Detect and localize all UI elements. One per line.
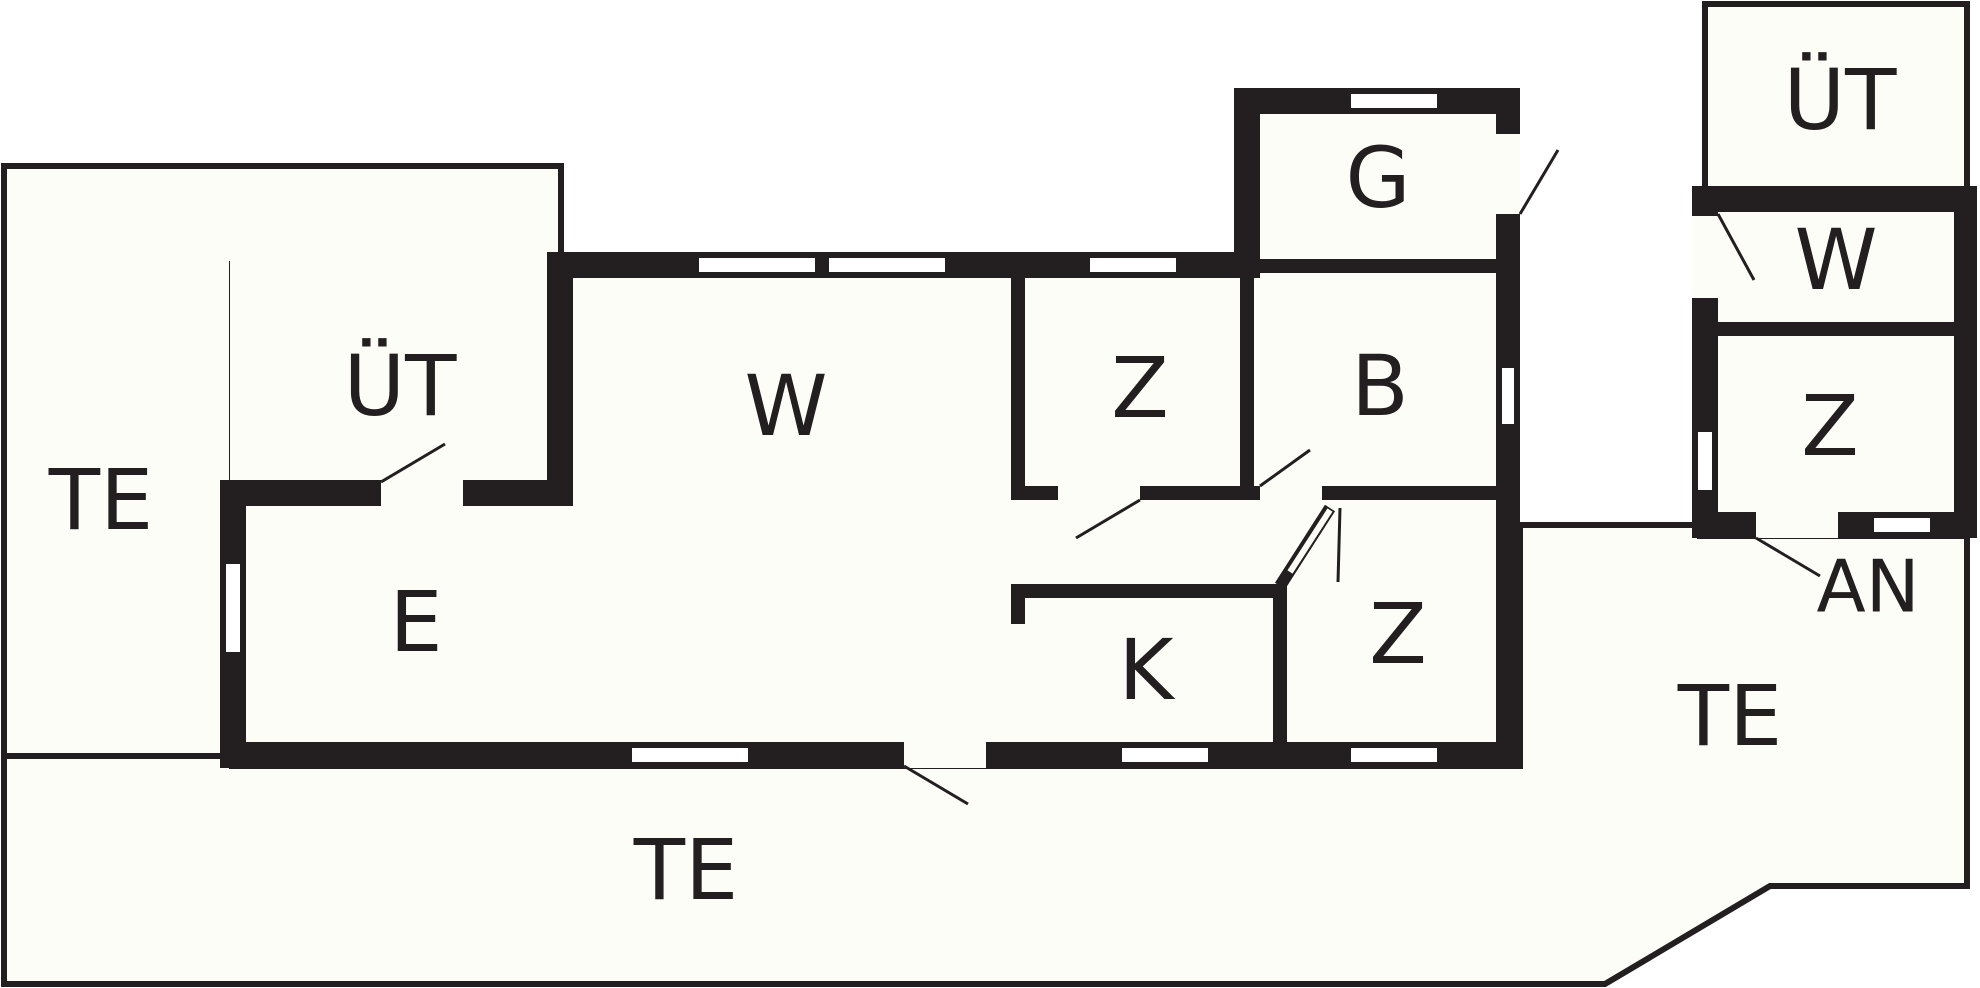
window (829, 258, 945, 272)
interior-floors (230, 100, 1962, 766)
door-swing (1336, 507, 1342, 583)
label-living-main: W (744, 357, 827, 455)
angled-door (1274, 504, 1336, 590)
window (1351, 748, 1437, 762)
window (1502, 368, 1514, 424)
window (1874, 518, 1930, 532)
window (632, 748, 748, 762)
label-bedroom-annex: Z (1801, 377, 1859, 475)
door-swing (1755, 536, 1821, 578)
label-bedroom-1: Z (1111, 339, 1169, 437)
covered-annex-area (1702, 1, 1970, 193)
wall (1011, 270, 1025, 500)
door-opening (1692, 216, 1718, 298)
label-entrance: E (389, 573, 442, 671)
door-swings (380, 149, 1821, 806)
label-kitchen: K (1118, 621, 1175, 719)
wall (220, 742, 1520, 768)
wall (1692, 186, 1977, 212)
label-living-annex: W (1794, 211, 1877, 309)
wall (1011, 584, 1279, 598)
door-opening (1260, 486, 1322, 500)
wall (1244, 259, 1520, 273)
label-terrace-right: TE (1677, 667, 1782, 765)
label-bathroom: B (1351, 337, 1409, 435)
room-labels: TE ÜT W Z G B E K Z TE TE ÜT W Z AN (48, 51, 1920, 919)
door-swing (1075, 498, 1141, 540)
window (699, 258, 815, 272)
door-openings (381, 134, 1838, 768)
wall (1710, 322, 1962, 336)
door-swing (903, 764, 969, 806)
label-covered-left: ÜT (344, 337, 457, 435)
wall (1234, 88, 1260, 278)
door-opening (1496, 134, 1520, 214)
wall (1240, 270, 1254, 500)
label-garage: G (1345, 129, 1410, 227)
wall (1954, 186, 1977, 538)
label-terrace-bottom: TE (633, 821, 738, 919)
door-swing (380, 442, 446, 484)
door-opening (904, 742, 986, 768)
window (1090, 258, 1176, 272)
wall (547, 252, 573, 506)
windows (226, 94, 1930, 762)
door-swing (1518, 149, 1560, 215)
main-house-floor (230, 256, 1520, 766)
door-opening (381, 480, 463, 506)
window (1122, 748, 1208, 762)
door-swing (1716, 213, 1756, 281)
door-panel-opening (1287, 508, 1333, 574)
wall (1011, 584, 1025, 624)
label-annex: AN (1816, 545, 1919, 629)
wall (1273, 584, 1287, 748)
door-opening (1058, 486, 1140, 500)
window (226, 564, 240, 652)
door-opening (1756, 512, 1838, 538)
label-covered-annex: ÜT (1784, 51, 1897, 149)
label-bedroom-2: Z (1369, 585, 1427, 683)
label-terrace-left: TE (48, 451, 153, 549)
garage-floor (1244, 100, 1520, 260)
door-swing (1259, 448, 1311, 488)
window (1698, 432, 1712, 490)
window (1351, 94, 1437, 108)
annex-floor (1710, 196, 1962, 526)
